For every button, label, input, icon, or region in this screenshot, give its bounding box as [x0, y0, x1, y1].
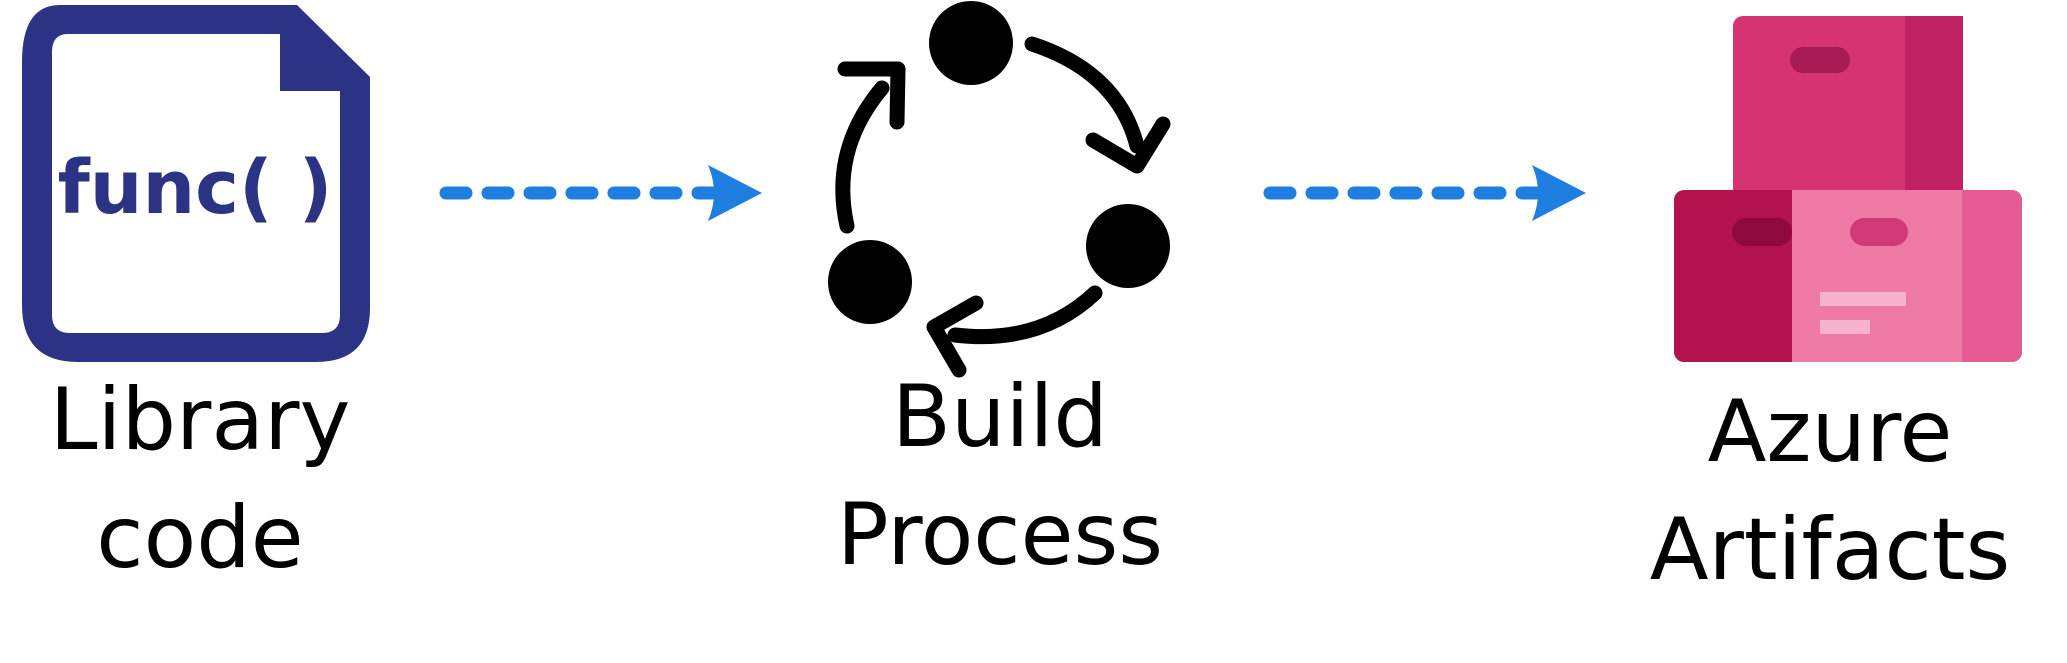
flow-arrow-2: [1263, 165, 1586, 221]
code-file-icon: func( ): [22, 5, 370, 362]
build-cycle-icon: [828, 1, 1171, 378]
library-label-line-2: code: [96, 488, 304, 588]
library-code-label: Library code: [40, 361, 360, 597]
func-icon-text: func( ): [58, 145, 333, 231]
flow-arrow-1: [439, 165, 762, 221]
library-label-line-1: Library: [49, 370, 351, 470]
azure-artifacts-label: Azure Artifacts: [1640, 373, 2020, 609]
azure-label-line-2: Artifacts: [1649, 500, 2011, 600]
build-process-label: Build Process: [820, 358, 1180, 594]
build-label-line-1: Build: [892, 367, 1108, 467]
azure-label-line-1: Azure: [1707, 382, 1953, 482]
stacked-boxes-icon: [1674, 16, 2022, 362]
build-label-line-2: Process: [836, 485, 1164, 585]
